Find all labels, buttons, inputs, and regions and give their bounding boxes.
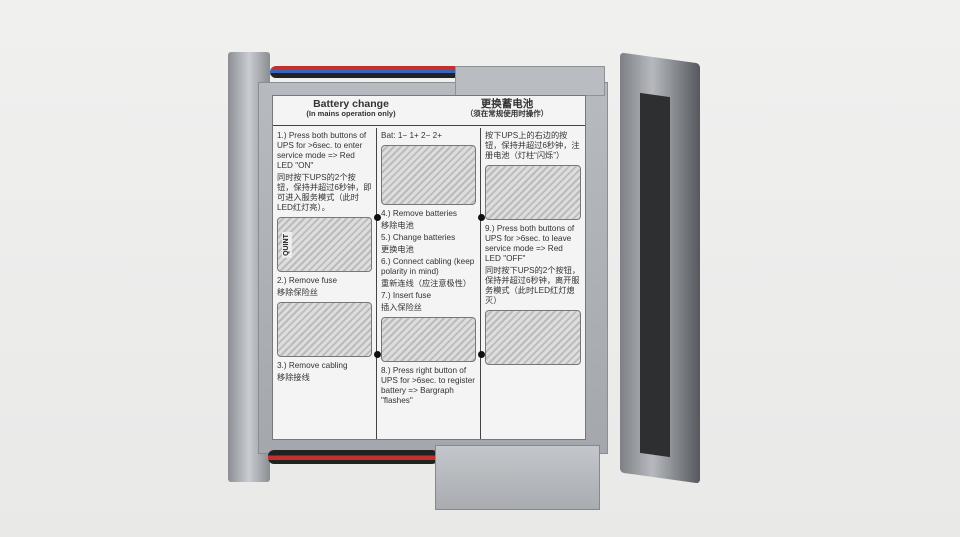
rivet <box>478 351 485 358</box>
rivet <box>374 351 381 358</box>
instruction-label: Battery change (In mains operation only)… <box>272 95 586 440</box>
step-5-zh: 更换电池 <box>381 245 414 254</box>
instruction-column-2: Bat: 1− 1+ 2− 2+ 4.) Remove batteries 移除… <box>377 128 481 439</box>
step-9-zh: 同时按下UPS的2个按钮，保持并超过6秒钟，离开服务模式（此时LED红灯熄灭） <box>485 266 581 305</box>
step-7-zh: 插入保险丝 <box>381 303 422 312</box>
title-en: Battery change <box>313 98 389 110</box>
step-9-en: 9.) Press both buttons of UPS for >6sec.… <box>485 224 575 263</box>
hand-pressing-right-button-illustration <box>485 165 581 220</box>
label-header-zh: 更换蓄电池 （须在常规使用时操作） <box>429 96 585 126</box>
step-6-en: 6.) Connect cabling (keep polarity in mi… <box>381 257 475 276</box>
step-8-zh: 按下UPS上的右边的按钮，保持并超过6秒钟，注册电池（灯柱“闪烁”） <box>485 131 580 160</box>
step-2-zh: 移除保险丝 <box>277 288 318 297</box>
title-zh: 更换蓄电池 <box>480 98 534 110</box>
instruction-column-3: 按下UPS上的右边的按钮，保持并超过6秒钟，注册电池（灯柱“闪烁”） 9.) P… <box>481 128 585 439</box>
subtitle-zh: （须在常规使用时操作） <box>465 109 549 118</box>
hands-pressing-both-buttons-illustration <box>485 310 581 365</box>
instruction-column-1: 1.) Press both buttons of UPS for >6sec.… <box>273 128 377 439</box>
label-header-en: Battery change (In mains operation only) <box>273 96 429 126</box>
step-5-en: 5.) Change batteries <box>381 233 456 242</box>
step-1-en: 1.) Press both buttons of UPS for >6sec.… <box>277 131 367 170</box>
step-7-en: 7.) Insert fuse <box>381 291 432 300</box>
subtitle-en: (In mains operation only) <box>306 109 396 118</box>
rear-bracket-slot <box>640 92 670 458</box>
hands-pressing-buttons-illustration: QUINT <box>277 217 372 272</box>
step-1-zh: 同时按下UPS的2个按钮，保持并超过6秒钟，即可进入服务模式（此时LED红灯亮）… <box>277 173 372 212</box>
step-8-en: 8.) Press right button of UPS for >6sec.… <box>381 366 475 405</box>
step-4-en: 4.) Remove batteries <box>381 209 457 218</box>
top-connector-box <box>455 66 605 96</box>
fuse-housing <box>435 445 600 510</box>
fuse-removal-illustration <box>277 302 372 357</box>
step-3-en: 3.) Remove cabling <box>277 361 348 370</box>
step-2-en: 2.) Remove fuse <box>277 276 338 285</box>
step-3-zh: 移除接线 <box>277 373 310 382</box>
battery-terminals: Bat: 1− 1+ 2− 2+ <box>381 131 443 140</box>
battery-illustration <box>381 145 476 205</box>
step-4-zh: 移除电池 <box>381 221 414 230</box>
top-wires <box>270 66 460 78</box>
rivet <box>374 214 381 221</box>
step-6-zh: 重新连线（应注意极性） <box>381 279 472 288</box>
bottom-wires <box>268 450 438 464</box>
fuse-insert-illustration <box>381 317 476 362</box>
device-brand-text: QUINT <box>281 232 292 258</box>
rivet <box>478 214 485 221</box>
